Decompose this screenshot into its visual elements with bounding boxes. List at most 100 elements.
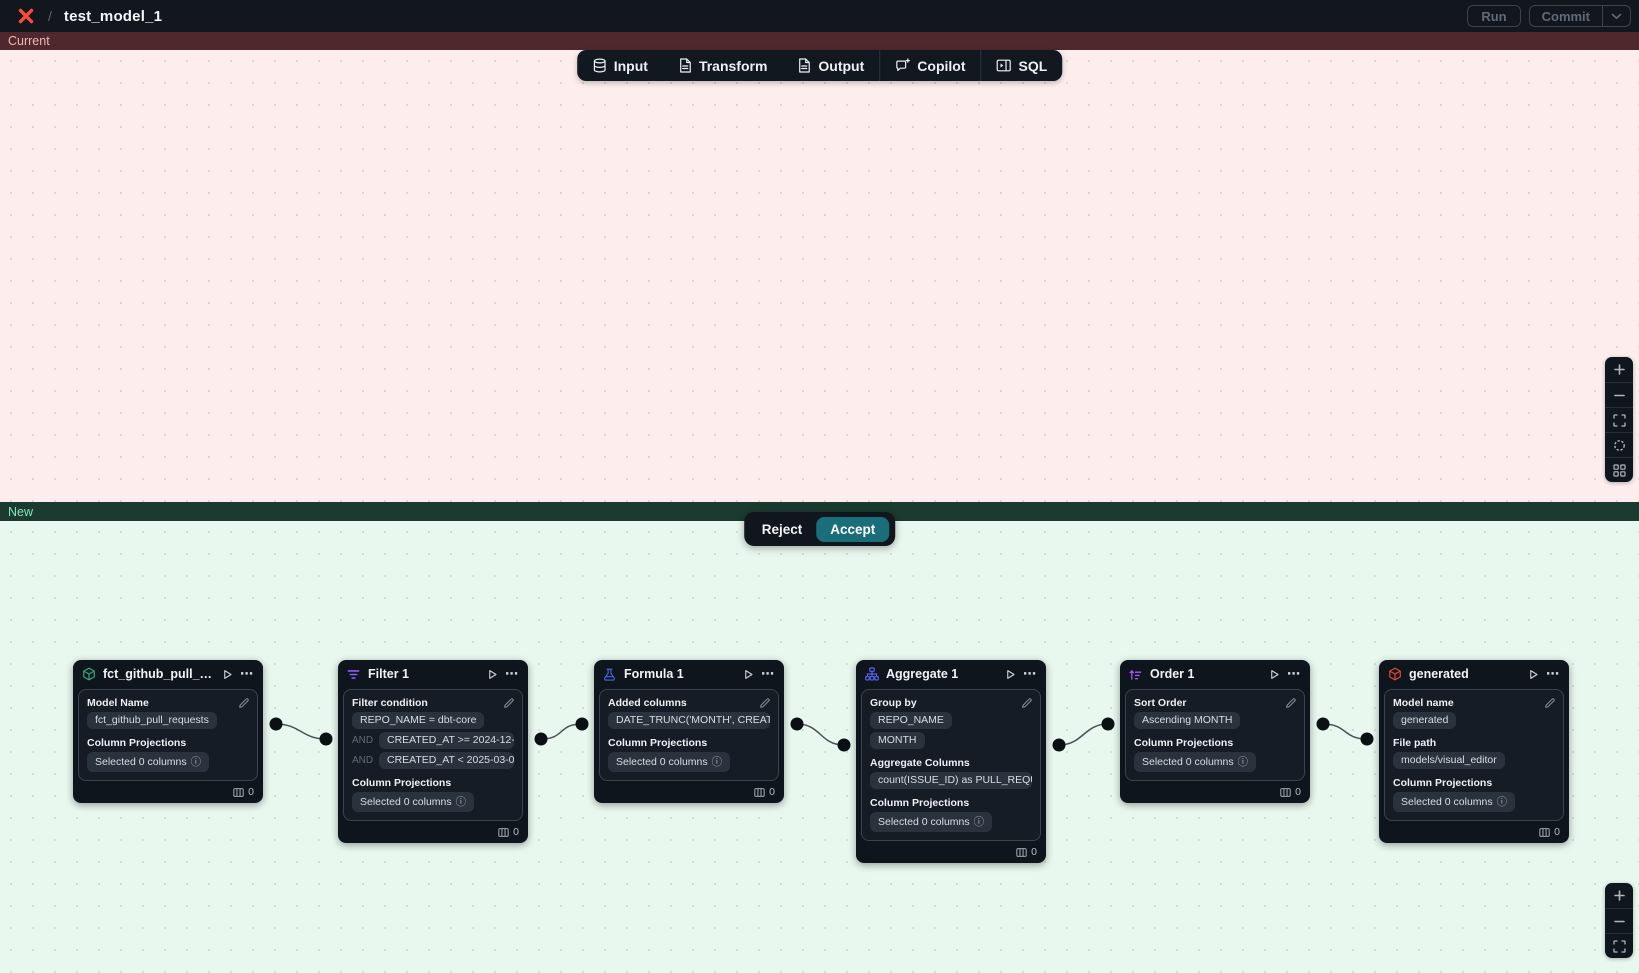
target-handle[interactable] bbox=[1101, 717, 1115, 731]
node-title: Formula 1 bbox=[624, 667, 684, 681]
run-node-button[interactable] bbox=[1005, 669, 1016, 680]
node-menu-button[interactable]: ⋯ bbox=[761, 666, 775, 681]
value-pill[interactable]: REPO_NAME = dbt-core bbox=[352, 712, 485, 729]
target-handle[interactable] bbox=[319, 732, 333, 746]
run-node-button[interactable] bbox=[1269, 669, 1280, 680]
value-pill[interactable]: Selected 0 columns ⓘ bbox=[608, 752, 731, 772]
diff-actions: Reject Accept bbox=[743, 512, 896, 546]
new-canvas[interactable]: Reject Accept fct_github_pull_requests⋯M… bbox=[0, 512, 1639, 973]
node-menu-button[interactable]: ⋯ bbox=[1546, 666, 1560, 681]
edit-icon[interactable] bbox=[238, 696, 250, 714]
fit-view-icon bbox=[1612, 939, 1626, 953]
condition-operator: AND bbox=[352, 755, 374, 766]
node-menu-button[interactable]: ⋯ bbox=[1287, 666, 1301, 681]
commit-split-button[interactable]: Commit bbox=[1528, 5, 1631, 27]
columns-icon bbox=[1280, 787, 1291, 797]
node-header[interactable]: generated⋯ bbox=[1379, 660, 1569, 688]
node-menu-button[interactable]: ⋯ bbox=[240, 666, 254, 681]
value-pill[interactable]: Selected 0 columns ⓘ bbox=[352, 792, 475, 812]
run-node-button[interactable] bbox=[487, 669, 498, 680]
source-handle[interactable] bbox=[790, 717, 804, 731]
value-pill[interactable]: Selected 0 columns ⓘ bbox=[87, 752, 210, 772]
info-icon: ⓘ bbox=[1237, 756, 1249, 768]
value-pill[interactable]: models/visual_editor bbox=[1393, 752, 1505, 769]
commit-dropdown-button[interactable] bbox=[1602, 6, 1630, 26]
row-count: 0 bbox=[1031, 846, 1037, 858]
fit-view-button[interactable] bbox=[1605, 407, 1633, 432]
edit-icon[interactable] bbox=[1544, 696, 1556, 714]
node-menu-button[interactable]: ⋯ bbox=[505, 666, 519, 681]
file-icon bbox=[799, 58, 811, 73]
value-pill[interactable]: fct_github_pull_requests bbox=[87, 712, 217, 729]
node-header[interactable]: fct_github_pull_requests⋯ bbox=[73, 660, 263, 688]
value-pill[interactable]: REPO_NAME bbox=[870, 712, 952, 729]
value-pill[interactable]: Ascending MONTH bbox=[1134, 712, 1241, 729]
source-handle[interactable] bbox=[269, 717, 283, 731]
node-header[interactable]: Aggregate 1 ⋯ bbox=[856, 660, 1046, 688]
toolbar-item-sql[interactable]: SQL bbox=[982, 50, 1063, 81]
toolbar-item-input[interactable]: Input bbox=[577, 50, 663, 81]
zoom-in-button[interactable] bbox=[1605, 883, 1633, 908]
node-fct-github-pull-requests[interactable]: fct_github_pull_requests⋯Model Namefct_g… bbox=[73, 660, 263, 803]
edit-icon[interactable] bbox=[1021, 696, 1033, 714]
edit-icon[interactable] bbox=[1285, 696, 1297, 714]
filter-icon bbox=[347, 668, 361, 681]
model-title: test_model_1 bbox=[63, 7, 163, 25]
node-menu-button[interactable]: ⋯ bbox=[1023, 666, 1037, 681]
zoom-out-button[interactable] bbox=[1605, 382, 1633, 407]
node-header[interactable]: Formula 1 ⋯ bbox=[594, 660, 784, 688]
target-handle[interactable] bbox=[575, 717, 589, 731]
zoom-out-button[interactable] bbox=[1605, 908, 1633, 933]
toolbar-item-output[interactable]: Output bbox=[782, 50, 879, 81]
new-label: New bbox=[8, 504, 34, 519]
edit-icon[interactable] bbox=[759, 696, 771, 714]
edit-icon[interactable] bbox=[503, 696, 515, 714]
node-aggregate-1[interactable]: Aggregate 1 ⋯ Group by REPO_NAME MONTH Aggreg… bbox=[856, 660, 1046, 863]
value-pill[interactable]: MONTH bbox=[870, 732, 925, 749]
node-title: Filter 1 bbox=[368, 667, 409, 681]
target-handle[interactable] bbox=[837, 738, 851, 752]
source-handle[interactable] bbox=[1052, 738, 1066, 752]
minus-icon bbox=[1613, 920, 1625, 922]
commit-button[interactable]: Commit bbox=[1541, 8, 1590, 24]
source-handle[interactable] bbox=[534, 732, 548, 746]
reject-button[interactable]: Reject bbox=[750, 517, 815, 542]
focus-button[interactable] bbox=[1605, 432, 1633, 457]
columns-icon bbox=[754, 787, 765, 797]
node-title: Order 1 bbox=[1150, 667, 1195, 681]
fit-view-button[interactable] bbox=[1605, 933, 1633, 958]
node-header[interactable]: Filter 1 ⋯ bbox=[338, 660, 528, 688]
run-node-button[interactable] bbox=[1528, 669, 1539, 680]
value-pill[interactable]: Selected 0 columns ⓘ bbox=[1134, 752, 1257, 772]
plus-icon bbox=[1613, 364, 1625, 375]
value-pill[interactable]: Selected 0 columns ⓘ bbox=[870, 812, 993, 832]
section-label: Group by bbox=[870, 697, 917, 709]
current-canvas[interactable]: Input Transform Output Copilot SQL bbox=[0, 50, 1639, 502]
tidy-layout-button[interactable] bbox=[1605, 457, 1633, 482]
model-cube-icon bbox=[82, 667, 96, 681]
minus-icon bbox=[1613, 394, 1625, 396]
toolbar-item-transform[interactable]: Transform bbox=[663, 50, 782, 81]
run-node-button[interactable] bbox=[222, 669, 233, 680]
target-handle[interactable] bbox=[1360, 732, 1374, 746]
source-handle[interactable] bbox=[1316, 717, 1330, 731]
value-pill[interactable]: CREATED_AT < 2025-03-01 bbox=[379, 752, 514, 769]
node-title: Aggregate 1 bbox=[886, 667, 959, 681]
value-pill[interactable]: Selected 0 columns ⓘ bbox=[1393, 792, 1516, 812]
run-button[interactable]: Run bbox=[1467, 5, 1521, 27]
node-header[interactable]: Order 1 ⋯ bbox=[1120, 660, 1310, 688]
zoom-in-button[interactable] bbox=[1605, 357, 1633, 382]
toolbar-item-copilot[interactable]: Copilot bbox=[880, 50, 980, 81]
run-node-button[interactable] bbox=[743, 669, 754, 680]
value-pill[interactable]: CREATED_AT >= 2024-12-01 bbox=[379, 732, 514, 749]
accept-button[interactable]: Accept bbox=[816, 516, 890, 542]
value-pill[interactable]: generated bbox=[1393, 712, 1457, 729]
columns-icon bbox=[498, 827, 509, 837]
value-pill[interactable]: count(ISSUE_ID) as PULL_REQUEST_… bbox=[870, 772, 1032, 789]
value-pill[interactable]: DATE_TRUNC('MONTH', CREATED_AT… bbox=[608, 712, 770, 729]
